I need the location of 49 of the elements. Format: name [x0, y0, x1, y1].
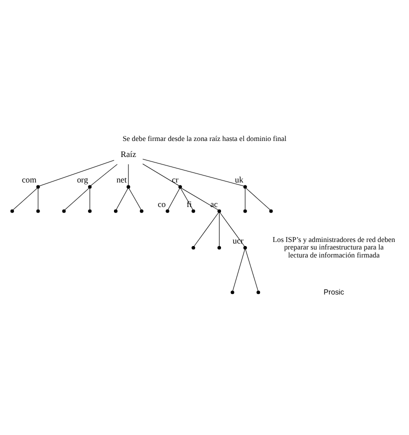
diagram-title: Se debe firmar desde la zona raíz hasta el dominio final	[122, 134, 286, 144]
connector	[181, 188, 218, 210]
node-circle	[126, 185, 130, 189]
connector	[90, 164, 118, 186]
connector	[219, 212, 220, 246]
connector	[12, 188, 38, 210]
node-label: org	[76, 174, 88, 185]
node-circle	[243, 185, 247, 189]
node-circle	[243, 209, 247, 213]
connector	[64, 188, 90, 210]
node-label: co	[158, 198, 166, 209]
node-label: com	[22, 174, 36, 185]
node-circle	[269, 209, 273, 213]
connector	[245, 249, 258, 292]
connector	[39, 160, 114, 186]
node-circle	[36, 209, 40, 213]
node-label: cr	[172, 174, 178, 185]
node-circle	[230, 290, 234, 294]
connector	[128, 188, 142, 210]
node-label: net	[116, 174, 127, 185]
connector	[232, 249, 246, 292]
node-circle	[243, 246, 247, 250]
node-circle	[256, 290, 260, 294]
node-circle	[166, 209, 170, 213]
node-circle	[217, 246, 222, 250]
connector	[168, 188, 180, 210]
node-circle	[62, 209, 66, 213]
node-circle	[114, 209, 118, 213]
node-circle	[88, 185, 92, 189]
node-circle	[192, 246, 196, 250]
connector	[142, 164, 180, 186]
connector	[244, 188, 246, 210]
connector	[246, 188, 270, 210]
node-circle	[10, 209, 14, 213]
connector	[142, 158, 244, 186]
node-circle	[36, 185, 40, 189]
connector	[194, 212, 219, 246]
caption: Los ISP’s y administradores de red deben preparar su infraestructura para la lectura de información firmada	[272, 234, 396, 260]
connector	[116, 188, 128, 210]
node-circle	[88, 209, 92, 213]
node-text: Raíz	[120, 148, 136, 159]
node-circle	[217, 209, 222, 213]
node-circle	[192, 209, 196, 213]
node-label: ac	[210, 198, 218, 209]
node-label: uk	[234, 174, 244, 185]
node-circle	[140, 209, 144, 213]
connector	[220, 212, 245, 246]
node-circle	[178, 185, 182, 189]
connector	[128, 164, 129, 186]
